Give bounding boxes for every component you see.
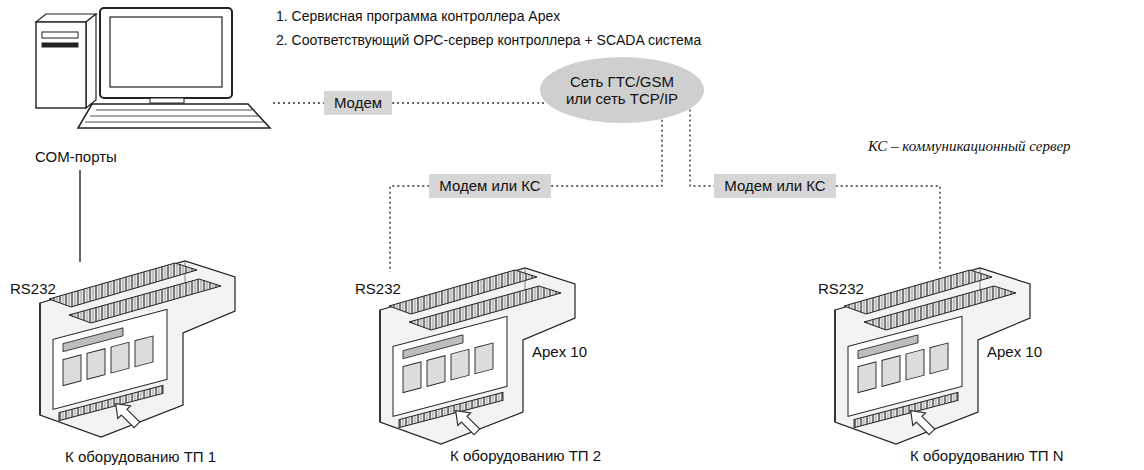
modem-box: Модем или КС	[714, 174, 835, 197]
controller: RS232 К оборудованию ТП 1	[8, 262, 248, 467]
controller-illustration	[40, 261, 235, 437]
node-text: Apex 10	[985, 343, 1044, 360]
serial-cable	[79, 170, 81, 262]
dotted-link	[836, 186, 940, 272]
node-text: Модем	[334, 94, 382, 111]
modem-box: Модем	[324, 91, 392, 114]
node-text: RS232	[355, 280, 401, 297]
node-text: Модем или КС	[439, 177, 540, 194]
software-note: 1. Сервисная программа контроллера Apex	[276, 8, 560, 24]
dotted-link	[273, 102, 324, 103]
dotted-link	[690, 109, 714, 186]
node-text: Модем или КС	[724, 177, 825, 194]
controller: RS232Apex 10К оборудованию ТП N	[815, 272, 1060, 467]
node-text: RS232	[10, 280, 56, 297]
legend-note: КС – коммуникационный сервер	[868, 138, 1071, 155]
node-text: К оборудованию ТП 1	[65, 448, 216, 465]
dotted-link	[392, 102, 545, 103]
node-text: RS232	[818, 280, 864, 297]
software-note: 2. Соответствующий ОРС-сервер контроллер…	[276, 32, 701, 48]
network-ellipse: Сеть ГТС/GSM или сеть TCP/IP	[539, 56, 705, 124]
node-text: К оборудованию ТП N	[910, 447, 1064, 464]
dotted-link	[390, 186, 429, 272]
dotted-link	[551, 120, 662, 186]
node-text: Сеть ГТС/GSM или сеть TCP/IP	[561, 73, 683, 108]
node-text: К оборудованию ТП 2	[450, 447, 601, 464]
controller: RS232Apex 10К оборудованию ТП 2	[352, 272, 587, 467]
node-text: СОМ-порты	[35, 148, 117, 165]
ellipse-fill	[540, 57, 704, 123]
node-text: Apex 10	[530, 343, 589, 360]
computer-illustration	[36, 8, 270, 128]
computer: СОМ-порты	[28, 6, 273, 170]
modem-box: Модем или КС	[429, 174, 550, 197]
